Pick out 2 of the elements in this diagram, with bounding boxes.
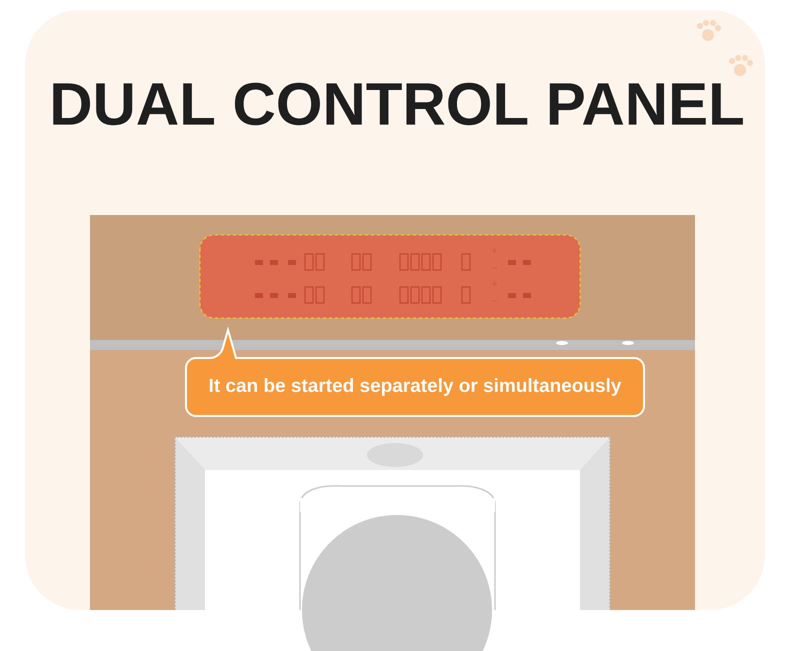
title: DUAL CONTROL PANEL — [53, 82, 743, 126]
callout-bubble: It can be started separately or simultaneously — [185, 329, 645, 417]
